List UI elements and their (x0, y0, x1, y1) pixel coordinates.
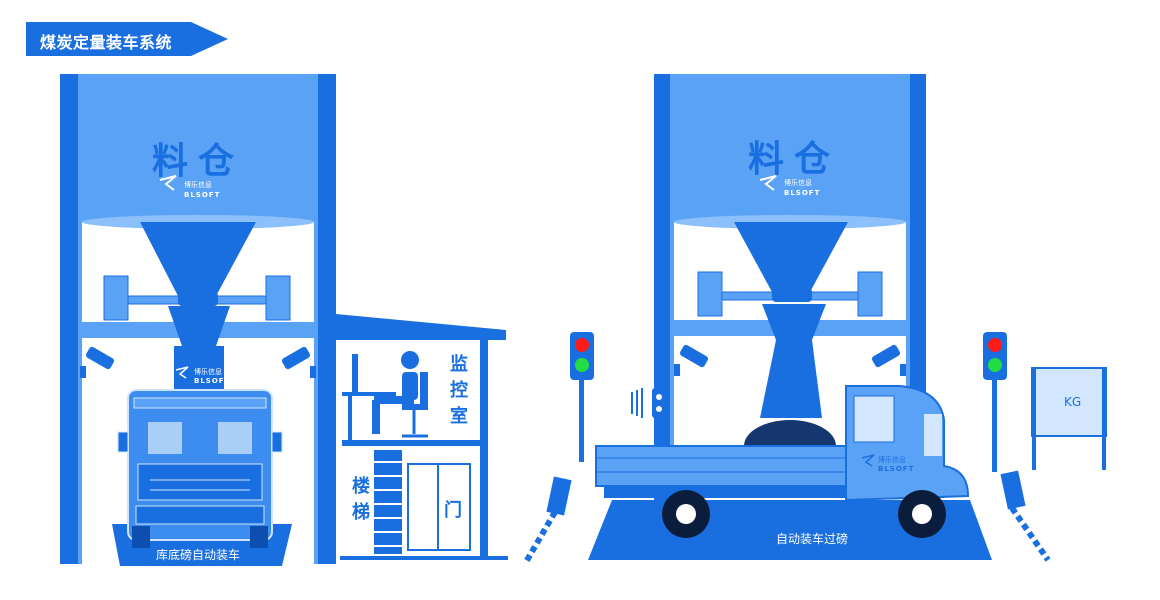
title-banner: 煤炭定量装车系统 (26, 22, 228, 56)
left-silo-structure (60, 74, 336, 564)
right-silo-structure (654, 74, 926, 554)
control-room-label: 监控室 (450, 354, 468, 427)
left-chute-brand-en: BLSOFT (194, 377, 231, 385)
left-base-caption: 库底磅自动装车 (156, 548, 241, 562)
boom-barrier-left (523, 476, 572, 564)
page-title: 煤炭定量装车系统 (40, 33, 173, 52)
stairs-label: 楼梯 (352, 476, 370, 523)
truck-brand-cn: 博乐信息 (878, 456, 906, 464)
camera-icon (674, 344, 709, 376)
brand-logo-icon (159, 175, 177, 191)
left-silo-brand-en: BLSOFT (184, 191, 221, 199)
right-silo-brand-cn: 博乐信息 (784, 179, 812, 187)
right-silo-title: 料仓 (748, 138, 841, 180)
side-truck-icon (595, 385, 970, 538)
door-label: 门 (444, 500, 462, 521)
brand-logo-icon (861, 454, 875, 467)
weight-display-board (1031, 367, 1107, 470)
right-silo-brand-en: BLSOFT (784, 189, 821, 197)
left-silo-title: 料仓 (152, 140, 245, 182)
display-board-label: KG (1064, 395, 1082, 409)
control-room (336, 314, 508, 560)
camera-icon (281, 346, 316, 378)
title-banner-arrow (26, 22, 228, 56)
traffic-light-left (570, 332, 594, 462)
brand-logo-icon (175, 366, 189, 379)
truck-brand-en: BLSOFT (878, 465, 915, 473)
sensor-icon (631, 388, 666, 418)
camera-icon (871, 344, 906, 376)
left-silo-brand-cn: 博乐信息 (184, 181, 212, 189)
boom-barrier-right (1000, 470, 1051, 562)
front-truck-icon (117, 389, 283, 548)
right-base-caption: 自动装车过磅 (776, 532, 849, 546)
left-chute-brand-cn: 博乐信息 (194, 368, 222, 376)
camera-icon (80, 346, 115, 378)
traffic-light-right (983, 332, 1007, 472)
brand-logo-icon (759, 175, 777, 191)
